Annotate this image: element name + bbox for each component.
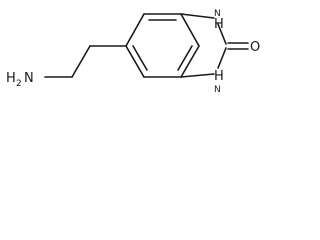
double-bond-right bbox=[177, 45, 193, 71]
imidazolone-ring bbox=[180, 13, 227, 78]
bond-c3-c4 bbox=[180, 45, 200, 78]
benzene-ring bbox=[125, 13, 200, 78]
bond-n1-c7 bbox=[217, 23, 227, 45]
label-nh-bottom-n: N bbox=[214, 85, 221, 95]
chemical-structure: N H H N O H 2 N bbox=[6, 9, 260, 95]
label-amine-n: N bbox=[24, 71, 34, 86]
label-nh-bottom: H N bbox=[214, 69, 224, 95]
label-amine-2: 2 bbox=[16, 79, 22, 89]
carbonyl bbox=[227, 42, 249, 50]
bond-ch2-ch bbox=[71, 45, 91, 78]
bond-c2-c3 bbox=[180, 13, 200, 47]
label-nh-top-h: H bbox=[214, 17, 224, 32]
label-amine: H 2 N bbox=[6, 71, 34, 89]
bond-n3-c4 bbox=[180, 73, 215, 78]
bond-c2-n1 bbox=[180, 13, 215, 19]
label-nh-top-n: N bbox=[214, 9, 221, 19]
label-oxygen: O bbox=[250, 40, 260, 55]
bond-c6-c1 bbox=[125, 13, 145, 47]
bond-c7-n3 bbox=[217, 47, 227, 69]
aminomethyl-chain bbox=[44, 45, 127, 78]
double-bond-left bbox=[132, 45, 148, 71]
bond-c5-c6 bbox=[125, 45, 145, 78]
label-nh-bottom-h: H bbox=[214, 69, 224, 84]
label-amine-h: H bbox=[6, 71, 16, 86]
label-nh-top: N H bbox=[214, 9, 224, 32]
